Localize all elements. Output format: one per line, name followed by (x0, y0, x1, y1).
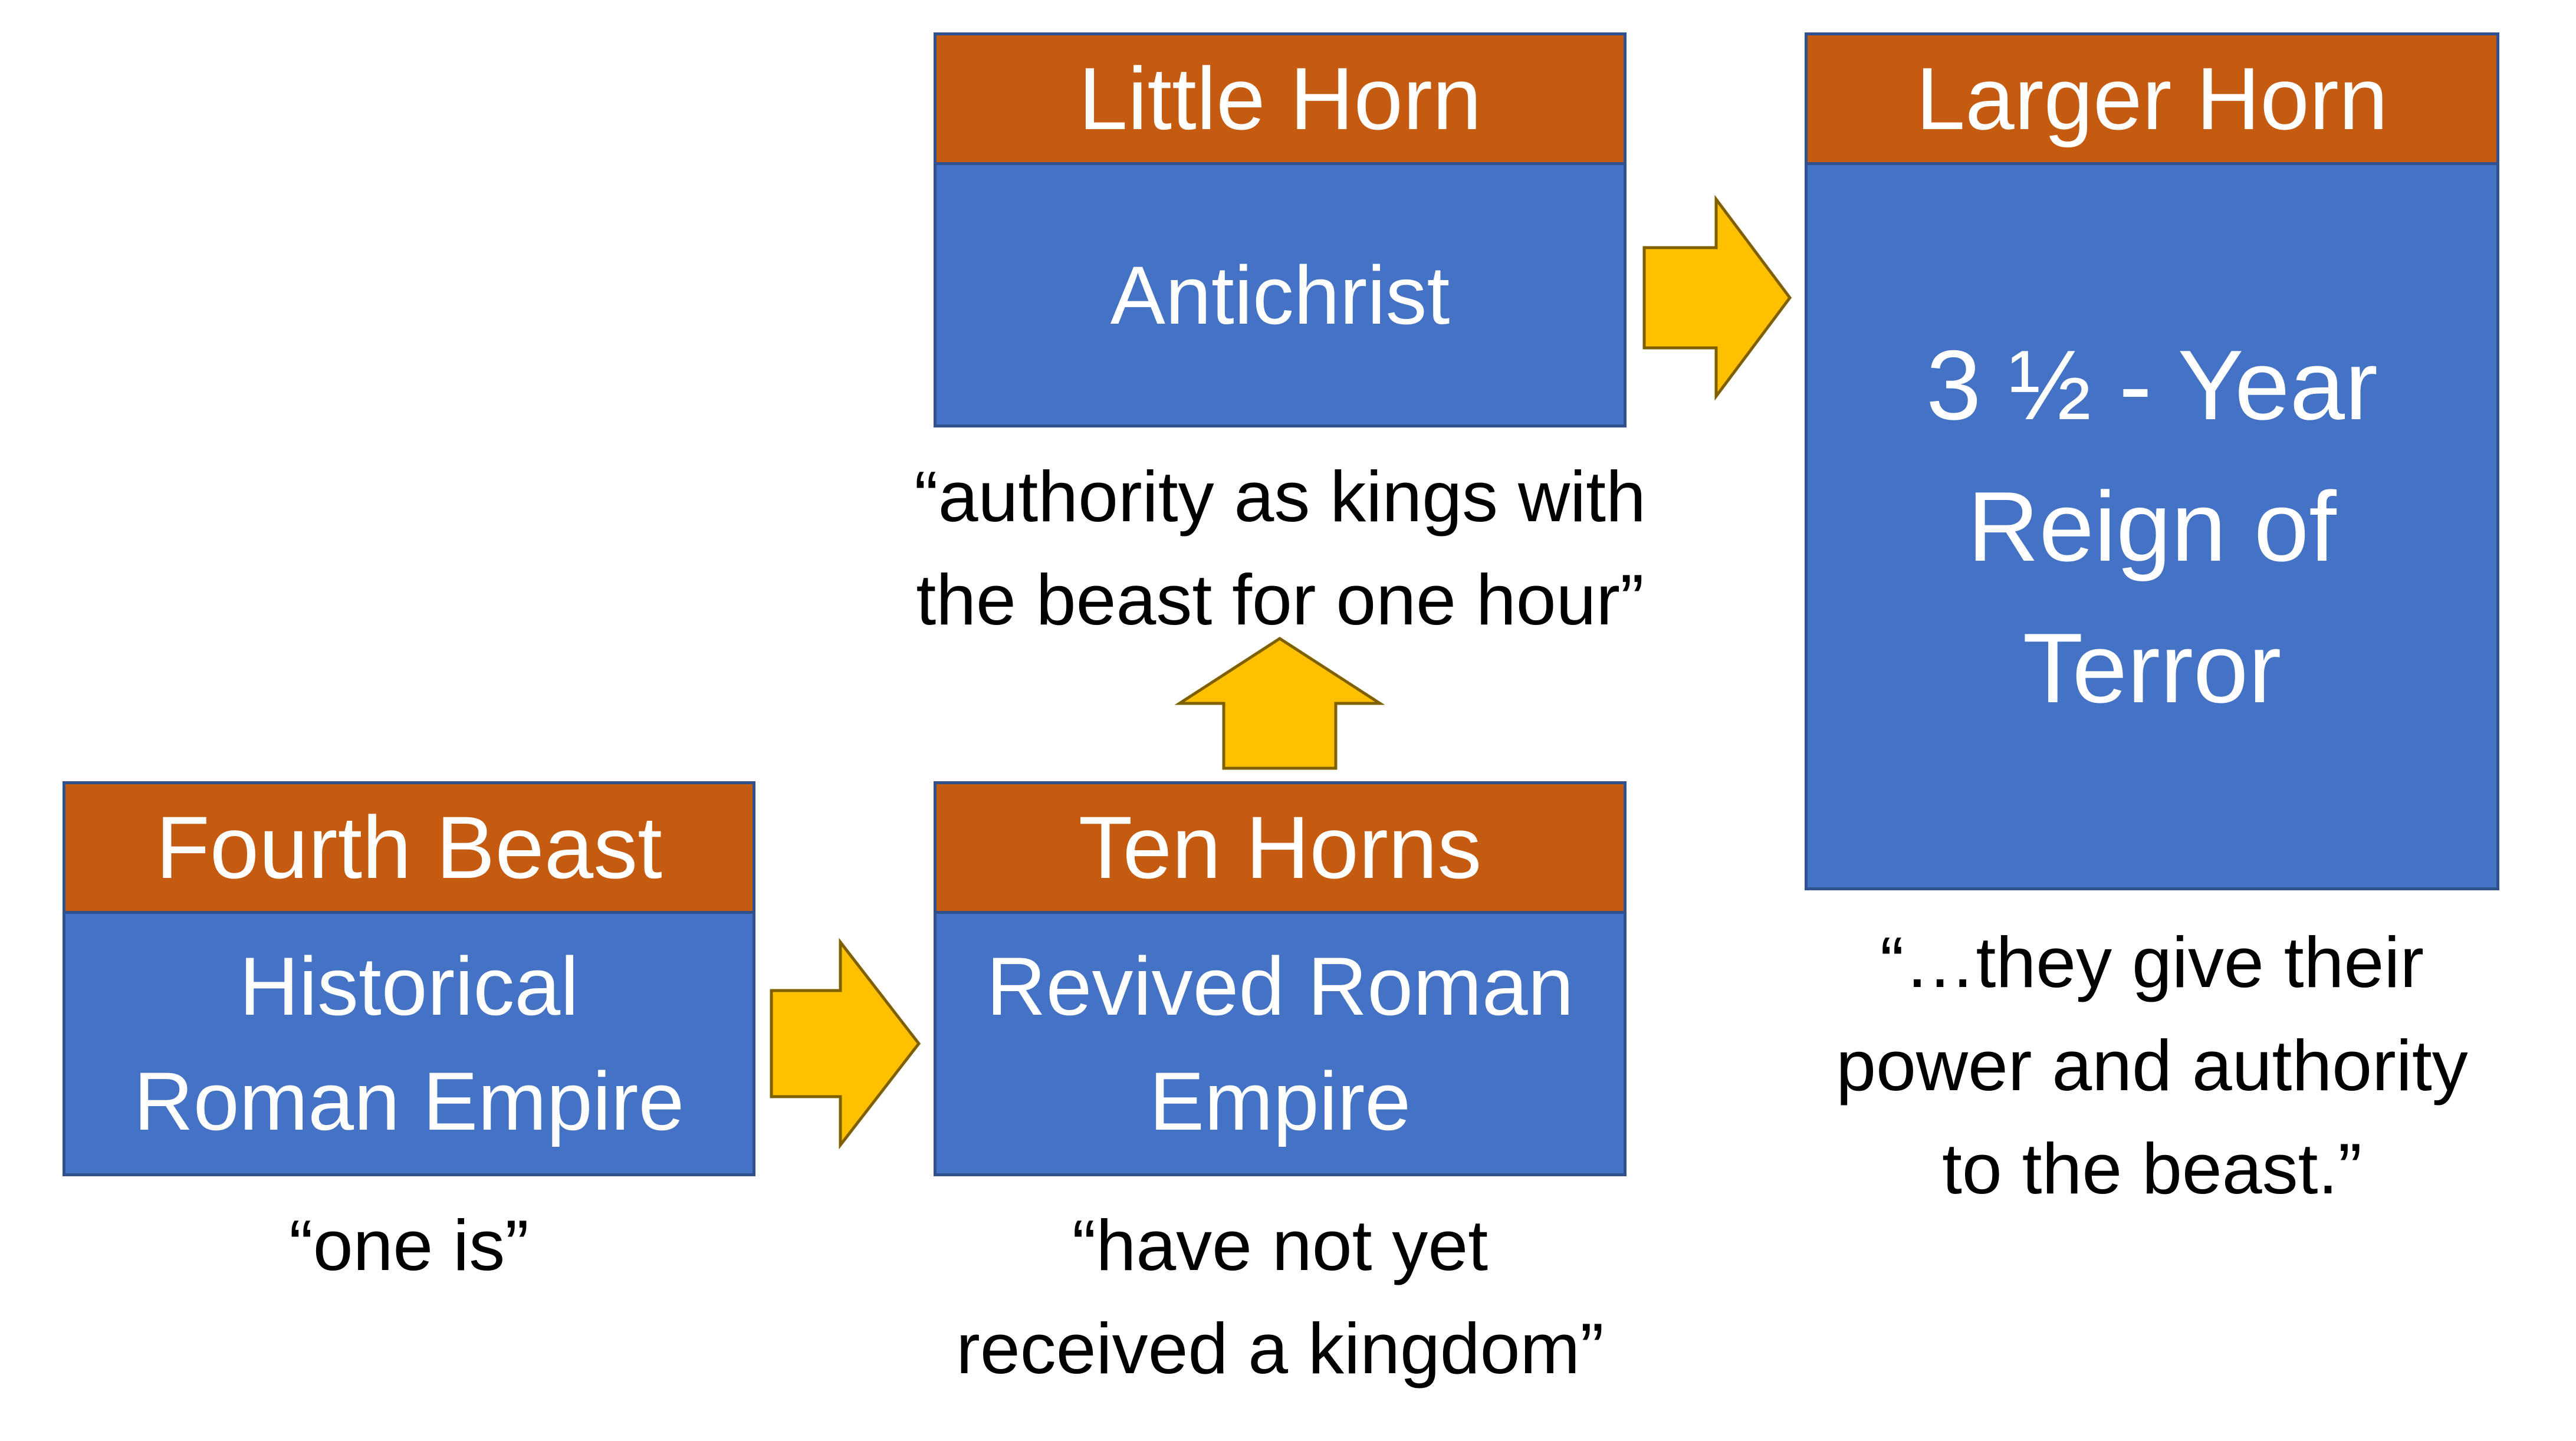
fourth-beast-quote: “one is” (289, 1205, 529, 1285)
fourth-beast-description: Historical Roman Empire (133, 940, 685, 1147)
little-horn-box: Little Horn Antichrist (934, 32, 1627, 427)
ten-horns-description: Revived Roman Empire (986, 940, 1574, 1147)
little-horn-title: Little Horn (937, 35, 1624, 165)
ten-horns-title: Ten Horns (937, 784, 1624, 914)
larger-horn-box: Larger Horn 3 ½ - Year Reign of Terror (1805, 32, 2499, 890)
little-horn-description: Antichrist (1110, 248, 1450, 341)
right-arrow-icon (770, 937, 921, 1150)
ten-horns-quote: “have not yet received a kingdom” (956, 1205, 1604, 1389)
ten-horns-box: Ten Horns Revived Roman Empire (934, 781, 1627, 1176)
larger-horn-title: Larger Horn (1808, 35, 2496, 165)
up-arrow-icon (1174, 637, 1385, 770)
fourth-beast-box: Fourth Beast Historical Roman Empire (63, 781, 755, 1176)
larger-horn-description: 3 ½ - Year Reign of Terror (1926, 329, 2378, 723)
little-horn-quote: “authority as kings with the beast for o… (914, 456, 1646, 640)
larger-horn-quote: “…they give their power and authority to… (1836, 922, 2468, 1209)
right-arrow-icon (1642, 195, 1792, 401)
fourth-beast-title: Fourth Beast (65, 784, 753, 914)
